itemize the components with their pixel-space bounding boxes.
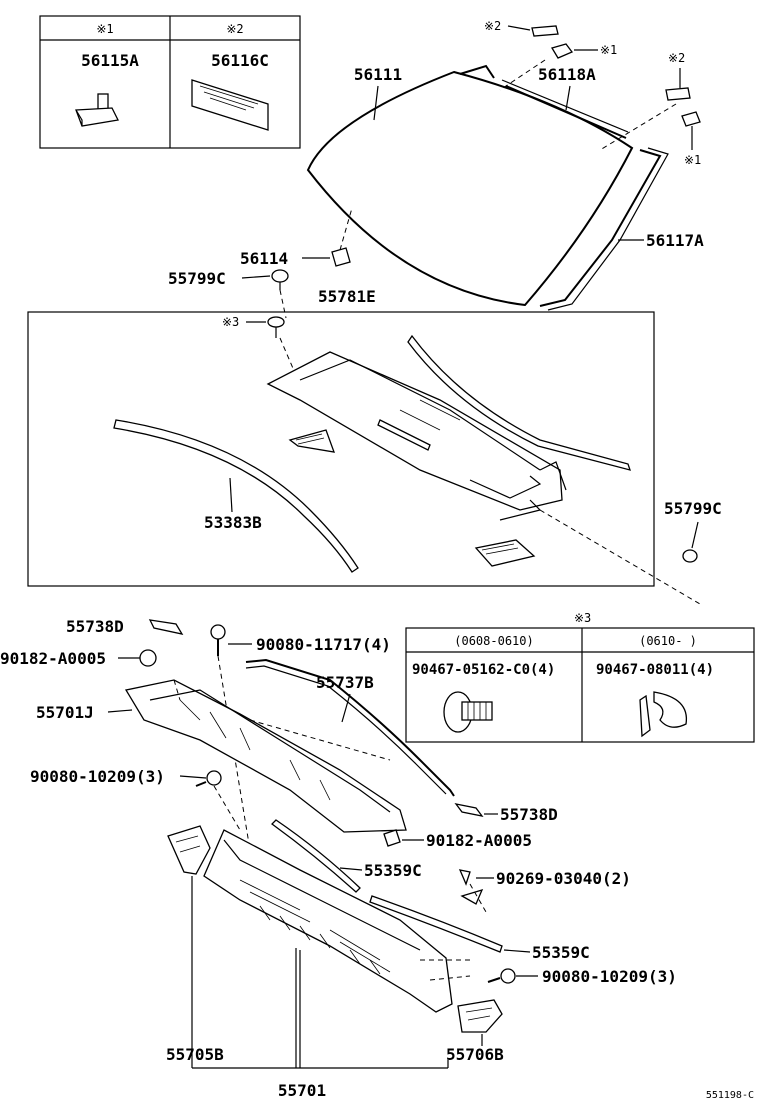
clip-inset-box: ※1 ※2 56115A 56116C xyxy=(39,15,301,149)
label-53383B: 53383B xyxy=(204,513,262,532)
label-56115A: 56115A xyxy=(81,51,139,70)
label-56117A: 56117A xyxy=(646,231,704,250)
bolt-90080-10209-left-drawing xyxy=(179,770,241,831)
label-90080-11717: 90080-11717(4) xyxy=(256,635,391,654)
label-55799C-right: 55799C xyxy=(664,499,722,518)
molding-56117A xyxy=(539,147,669,311)
bolt-90080-10209-right-drawing xyxy=(487,968,538,984)
label-55705B: 55705B xyxy=(166,1045,224,1064)
cowl-panel-55781E-drawing xyxy=(266,351,567,521)
label-55701-leader xyxy=(192,948,449,1069)
footer-code: 551198-C xyxy=(706,1090,754,1101)
note-3-clip: ※3 xyxy=(222,315,239,329)
seal-53383B-drawing xyxy=(113,419,359,573)
note-2-b: ※2 xyxy=(668,51,685,65)
clip-variant-table: ※3 (0608-0610) (0610- ) 90467-05162-C0(4… xyxy=(405,611,755,743)
label-56114: 56114 xyxy=(240,249,288,268)
label-90080-10209-left: 90080-10209(3) xyxy=(30,767,165,786)
note-1-b: ※1 xyxy=(684,153,701,167)
bracket-55706B-drawing xyxy=(457,999,503,1033)
label-55738D-top: 55738D xyxy=(66,617,124,636)
label-90080-10209-right: 90080-10209(3) xyxy=(542,967,677,986)
seal-55737B-drawing xyxy=(245,658,455,797)
note-1-box: ※1 xyxy=(96,22,113,36)
label-55701J: 55701J xyxy=(36,703,94,722)
label-90182-A0005-left: 90182-A0005 xyxy=(0,649,106,668)
label-55359C-b: 55359C xyxy=(532,943,590,962)
label-90182-A0005-right: 90182-A0005 xyxy=(426,831,532,850)
clip-55799C-right-drawing xyxy=(539,509,701,605)
clip-55738D-bottom-drawing xyxy=(454,803,498,817)
bracket-55705B-drawing xyxy=(167,825,211,875)
label-56116C: 56116C xyxy=(211,51,269,70)
bolt-90080-11717-drawing xyxy=(210,624,251,851)
clip-56116C-drawing xyxy=(191,79,269,131)
cowl-55701-drawing xyxy=(203,829,471,1013)
clip-90269-drawing xyxy=(458,869,494,913)
table-col1-part: 90467-05162-C0(4) xyxy=(412,662,555,678)
cowl-top-box xyxy=(27,311,655,587)
table-col2-range: (0610- ) xyxy=(639,634,697,648)
label-55737B: 55737B xyxy=(316,673,374,692)
nut-90182-left-drawing xyxy=(118,649,157,667)
label-55781E: 55781E xyxy=(318,287,376,306)
label-56118A: 56118A xyxy=(538,65,596,84)
panel-55701J-drawing xyxy=(124,679,407,833)
label-55359C-a: 55359C xyxy=(364,861,422,880)
label-56111: 56111 xyxy=(354,65,402,84)
clip-56115A-drawing xyxy=(75,93,119,127)
clip-55799C-top-drawing xyxy=(271,269,289,319)
note-2-a: ※2 xyxy=(484,19,501,33)
table-col2-part: 90467-08011(4) xyxy=(596,662,714,678)
label-55701: 55701 xyxy=(278,1081,326,1100)
clip-55738D-top-drawing xyxy=(148,619,184,635)
label-90269-03040: 90269-03040(2) xyxy=(496,869,631,888)
clip-08011-drawing xyxy=(639,691,688,738)
note-2-box: ※2 xyxy=(226,22,243,36)
seal-55359C-a-drawing xyxy=(271,819,361,893)
clip-05162-drawing xyxy=(443,691,493,733)
table-col1-range: (0608-0610) xyxy=(454,634,533,648)
seal-55359C-b-drawing xyxy=(369,895,503,953)
note-1-a: ※1 xyxy=(600,43,617,57)
label-55799C-top: 55799C xyxy=(168,269,226,288)
molding-clips xyxy=(499,25,701,151)
seal-right-drawing xyxy=(407,334,631,471)
label-55706B: 55706B xyxy=(446,1045,504,1064)
windshield-glass-56111 xyxy=(306,70,634,307)
nut-90182-right-drawing xyxy=(383,829,424,847)
mesh-pieces xyxy=(288,429,536,567)
molding-56118A xyxy=(459,64,629,139)
clip-56114-drawing xyxy=(331,207,353,267)
label-55738D-bottom: 55738D xyxy=(500,805,558,824)
note-3-table: ※3 xyxy=(574,611,591,625)
